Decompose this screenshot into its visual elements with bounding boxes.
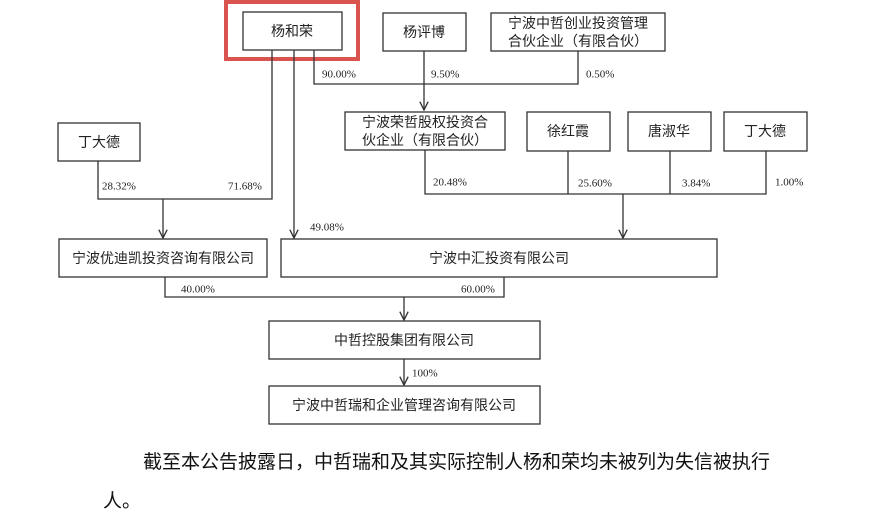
pct-label: 9.50% (431, 69, 459, 81)
pct-label: 90.00% (322, 69, 356, 81)
pct-label: 20.48% (433, 177, 467, 189)
node-label: 宁波中哲创业投资管理 (508, 15, 648, 32)
node-label: 宁波中哲瑞和企业管理咨询有限公司 (292, 397, 516, 414)
node-ding-dade-left: 丁大德 (57, 122, 141, 162)
paragraph-line-2: 人。 (103, 490, 142, 512)
node-yang-herong: 杨和荣 (242, 11, 343, 51)
node-label: 丁大德 (78, 135, 120, 151)
paragraph-line-1: 截至本公告披露日，中哲瑞和及其实际控制人杨和荣均未被列为失信被执行 (143, 451, 771, 473)
node-youdikai: 宁波优迪凯投资咨询有限公司 (58, 238, 268, 278)
node-label: 徐红霞 (547, 124, 589, 140)
node-label: 宁波中汇投资有限公司 (429, 250, 569, 267)
node-label: 杨评博 (403, 24, 445, 41)
pct-label: 49.08% (310, 222, 344, 234)
pct-label: 28.32% (102, 181, 136, 193)
node-zhongzhe-holding: 中哲控股集团有限公司 (268, 320, 541, 360)
node-zhongzhe-ruihe: 宁波中哲瑞和企业管理咨询有限公司 (268, 385, 541, 425)
node-xu-hongxia: 徐红霞 (526, 111, 611, 152)
pct-label: 0.50% (586, 69, 614, 81)
node-yang-pingbo: 杨评博 (382, 12, 467, 52)
node-label: 中哲控股集团有限公司 (334, 332, 474, 349)
pct-label: 100% (412, 368, 438, 380)
highlight-frame (224, 0, 360, 61)
node-label: 丁大德 (744, 124, 786, 140)
node-label: 宁波荣哲股权投资合 (362, 114, 488, 131)
node-rongzhe: 宁波荣哲股权投资合 伙企业（有限合伙） (344, 111, 506, 151)
node-label: 杨和荣 (271, 24, 313, 40)
node-label: 唐淑华 (648, 123, 690, 140)
node-label: 伙企业（有限合伙） (362, 132, 488, 149)
pct-label: 60.00% (461, 284, 495, 296)
node-label: 宁波优迪凯投资咨询有限公司 (72, 250, 254, 267)
node-zhonghui: 宁波中汇投资有限公司 (280, 238, 718, 278)
pct-label: 25.60% (578, 178, 612, 190)
node-label: 合伙企业（有限合伙） (508, 33, 648, 50)
pct-label: 3.84% (682, 178, 710, 190)
pct-label: 40.00% (181, 284, 215, 296)
node-tang-shuhua: 唐淑华 (627, 111, 712, 152)
pct-label: 1.00% (775, 177, 803, 189)
node-ding-dade-right: 丁大德 (723, 111, 808, 152)
node-zhongzhe-chuangye: 宁波中哲创业投资管理 合伙企业（有限合伙） (490, 12, 666, 52)
pct-label: 71.68% (228, 181, 262, 193)
